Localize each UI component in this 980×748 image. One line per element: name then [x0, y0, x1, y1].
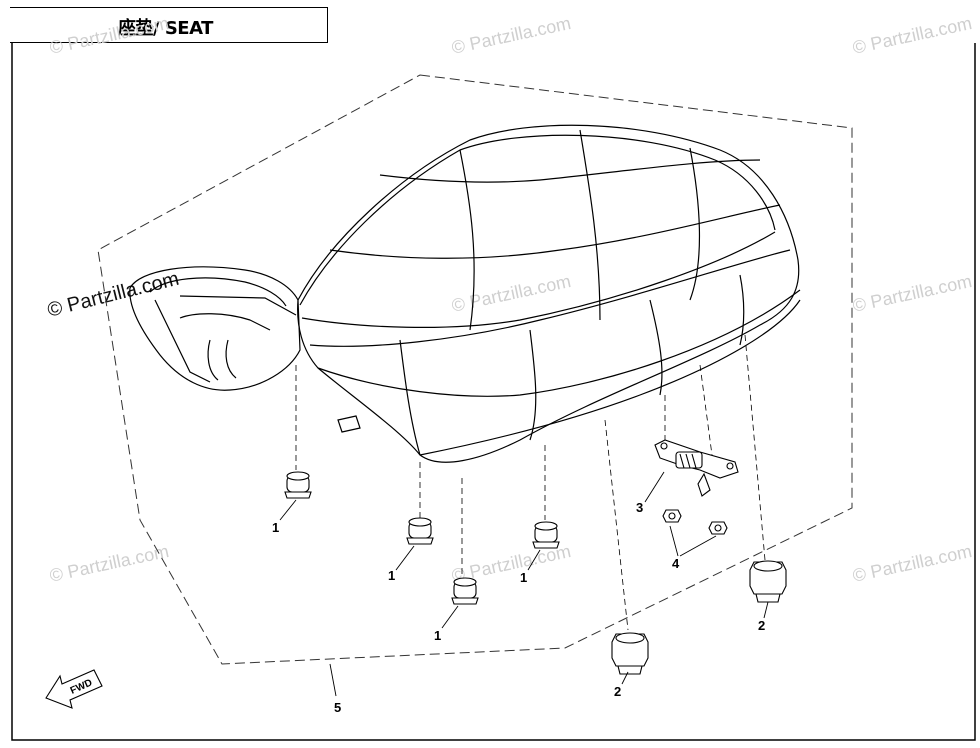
assembly-boundary	[97, 74, 853, 665]
rubber-damper	[284, 471, 560, 605]
callout-1: 1	[520, 570, 527, 585]
latch	[654, 439, 739, 497]
nut	[662, 509, 728, 535]
fwd-arrow: FWD	[45, 669, 103, 709]
callout-5: 5	[334, 700, 341, 715]
callout-1: 1	[388, 568, 395, 583]
bushing	[611, 560, 787, 675]
callout-2: 2	[758, 618, 765, 633]
callout-1: 1	[434, 628, 441, 643]
page-title: 座垫/ SEAT	[118, 18, 213, 39]
callout-leaders	[279, 471, 769, 697]
frame-border	[11, 43, 976, 741]
callout-4: 4	[672, 556, 680, 571]
title-box	[10, 7, 328, 43]
callout-2: 2	[614, 684, 621, 699]
callout-3: 3	[636, 500, 643, 515]
seat	[129, 124, 801, 463]
leader-lines	[295, 334, 766, 631]
callout-1: 1	[272, 520, 279, 535]
